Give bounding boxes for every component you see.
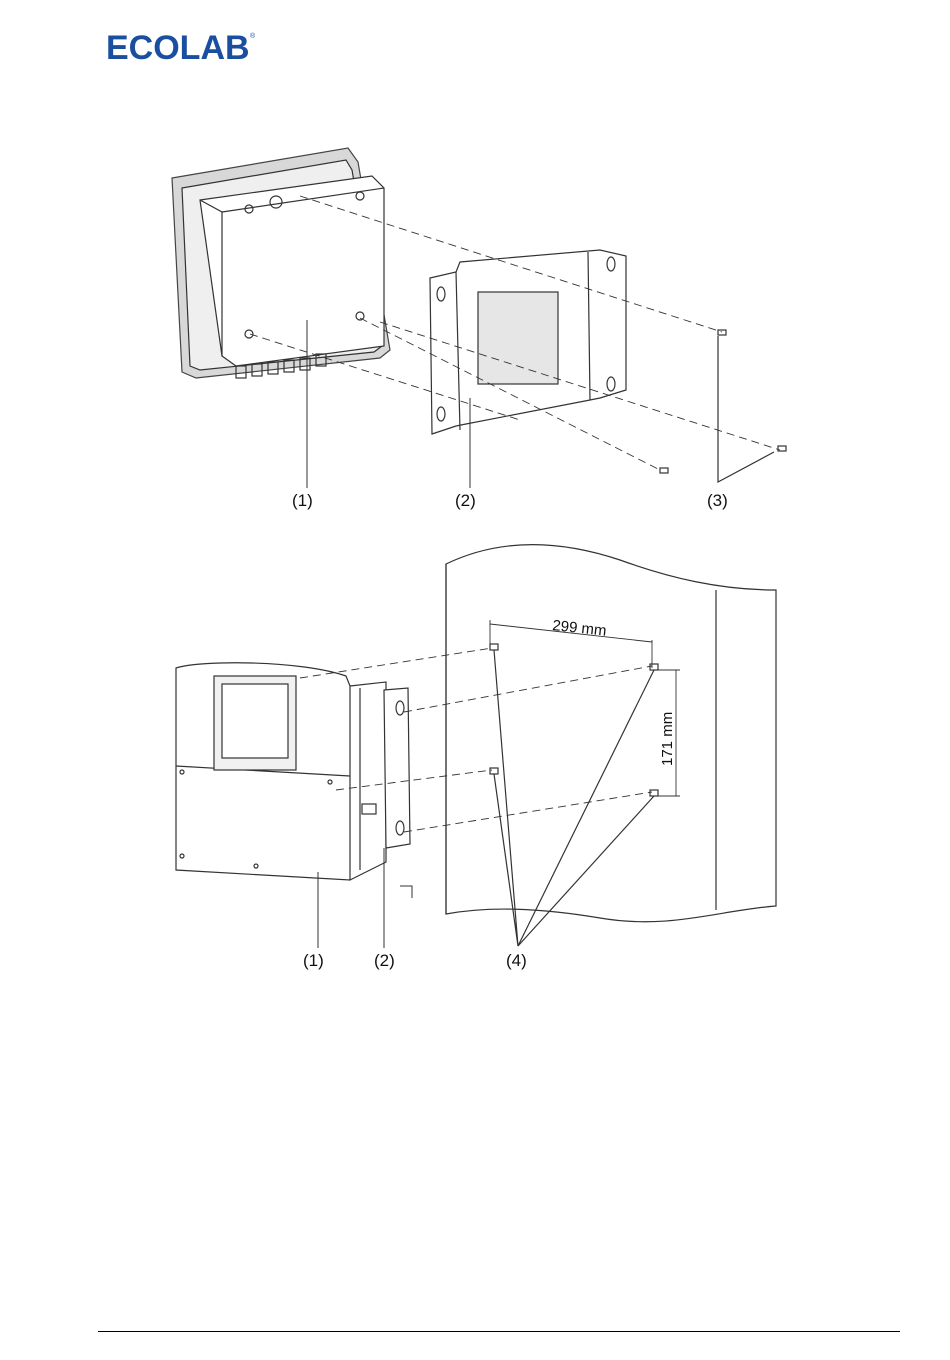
callout-2-bottom: (2): [374, 951, 395, 970]
callout-3-top: (3): [707, 491, 728, 510]
dimension-171mm: 171 mm: [659, 712, 676, 766]
wall: [446, 545, 776, 922]
callout-2-top: (2): [455, 491, 476, 510]
top-mounting-plate: [430, 250, 626, 434]
footer-rule: [98, 1331, 900, 1332]
bottom-controller-housing: [176, 663, 386, 880]
top-screws: [660, 330, 786, 482]
callout-4-bottom: (4): [506, 951, 527, 970]
callout-1-bottom: (1): [303, 951, 324, 970]
callout-1-top: (1): [292, 491, 313, 510]
